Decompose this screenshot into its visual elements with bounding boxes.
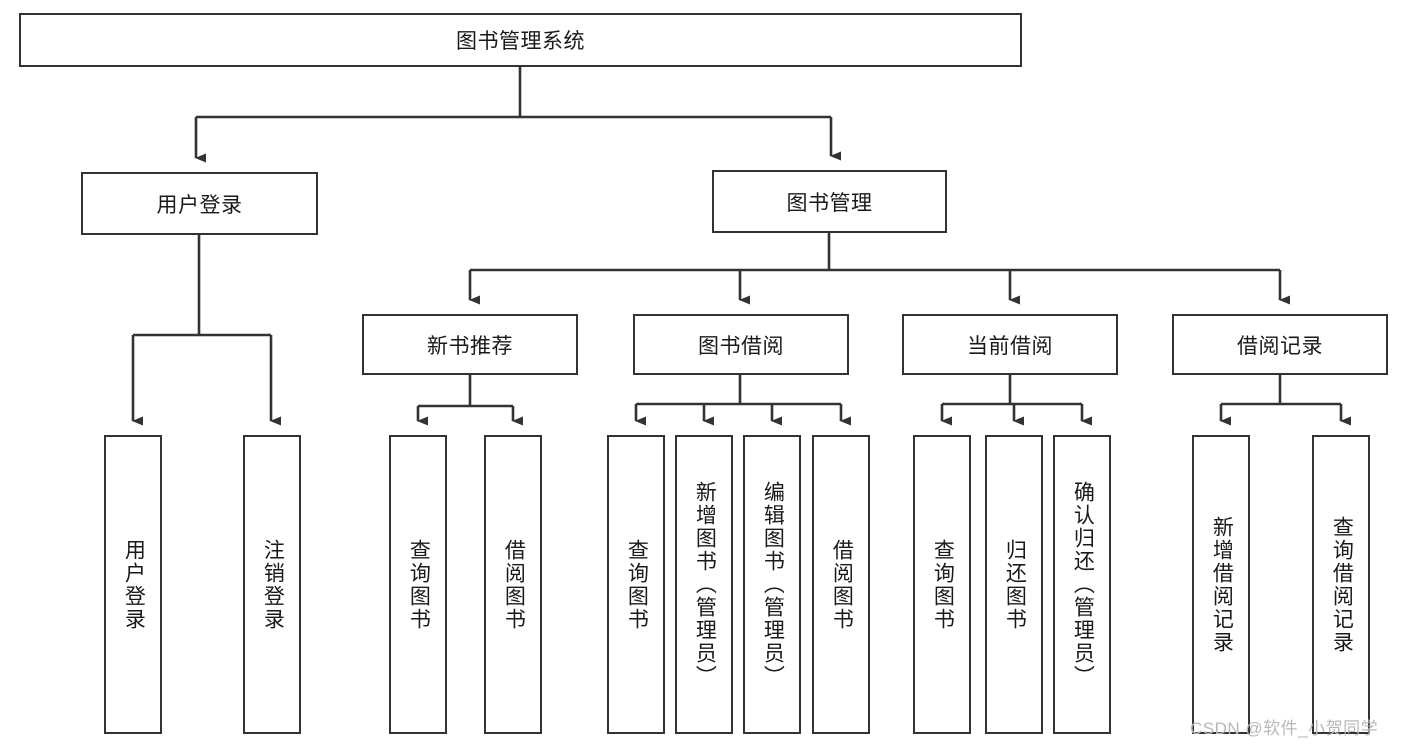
leaf-user-login-login[interactable]: 用户登录 [104, 435, 162, 734]
leaf-user-login-logout[interactable]: 注销登录 [243, 435, 301, 734]
node-new-book-recommend[interactable]: 新书推荐 [362, 314, 578, 375]
node-root-system[interactable]: 图书管理系统 [19, 13, 1022, 67]
leaf-book-borrow-add[interactable]: 新增图书（管理员） [675, 435, 733, 734]
leaf-borrow-record-query[interactable]: 查询借阅记录 [1312, 435, 1370, 734]
node-user-login[interactable]: 用户登录 [81, 172, 318, 235]
leaf-current-borrow-query[interactable]: 查询图书 [913, 435, 971, 734]
node-book-borrow[interactable]: 图书借阅 [633, 314, 849, 375]
leaf-new-book-query[interactable]: 查询图书 [389, 435, 447, 734]
leaf-book-borrow-borrow[interactable]: 借阅图书 [812, 435, 870, 734]
leaf-current-borrow-return[interactable]: 归还图书 [985, 435, 1043, 734]
node-borrow-record[interactable]: 借阅记录 [1172, 314, 1388, 375]
leaf-borrow-record-add[interactable]: 新增借阅记录 [1192, 435, 1250, 734]
watermark-text: CSDN @软件_小贺同学 [1190, 719, 1379, 738]
leaf-current-borrow-confirm-return[interactable]: 确认归还（管理员） [1053, 435, 1111, 734]
leaf-book-borrow-edit[interactable]: 编辑图书（管理员） [743, 435, 801, 734]
node-current-borrow[interactable]: 当前借阅 [902, 314, 1118, 375]
node-book-management[interactable]: 图书管理 [712, 170, 947, 233]
leaf-book-borrow-query[interactable]: 查询图书 [607, 435, 665, 734]
leaf-new-book-borrow[interactable]: 借阅图书 [484, 435, 542, 734]
